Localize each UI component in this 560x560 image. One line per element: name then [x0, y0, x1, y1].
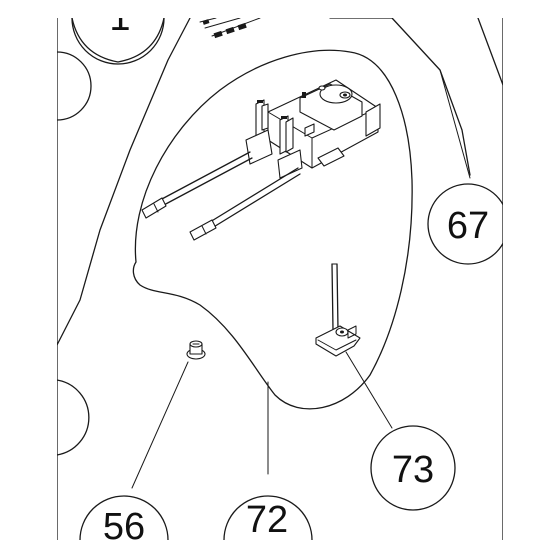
divider-line-upper: [56, 17, 191, 346]
connector-bits-top: [199, 17, 261, 39]
screw-part: [186, 340, 206, 360]
callout-left-partial-lower: [56, 379, 90, 456]
thermostat-assembly: [141, 79, 381, 241]
callout-73: 73: [370, 425, 456, 511]
callout-72: 72: [223, 495, 313, 541]
callout-67-label: 67: [447, 205, 489, 247]
leader-line-67: [439, 69, 471, 179]
callout-left-partial-upper: [56, 51, 92, 121]
leader-line-56: [131, 361, 189, 489]
divider-line-far-right: [477, 17, 504, 86]
leader-line-73: [345, 351, 393, 429]
enclosure-outline: [132, 49, 413, 410]
sensor-bulb-probe: [315, 263, 361, 357]
callout-73-label: 73: [392, 449, 434, 491]
callout-72-label: 72: [246, 499, 288, 541]
callout-67: 67: [427, 183, 509, 265]
